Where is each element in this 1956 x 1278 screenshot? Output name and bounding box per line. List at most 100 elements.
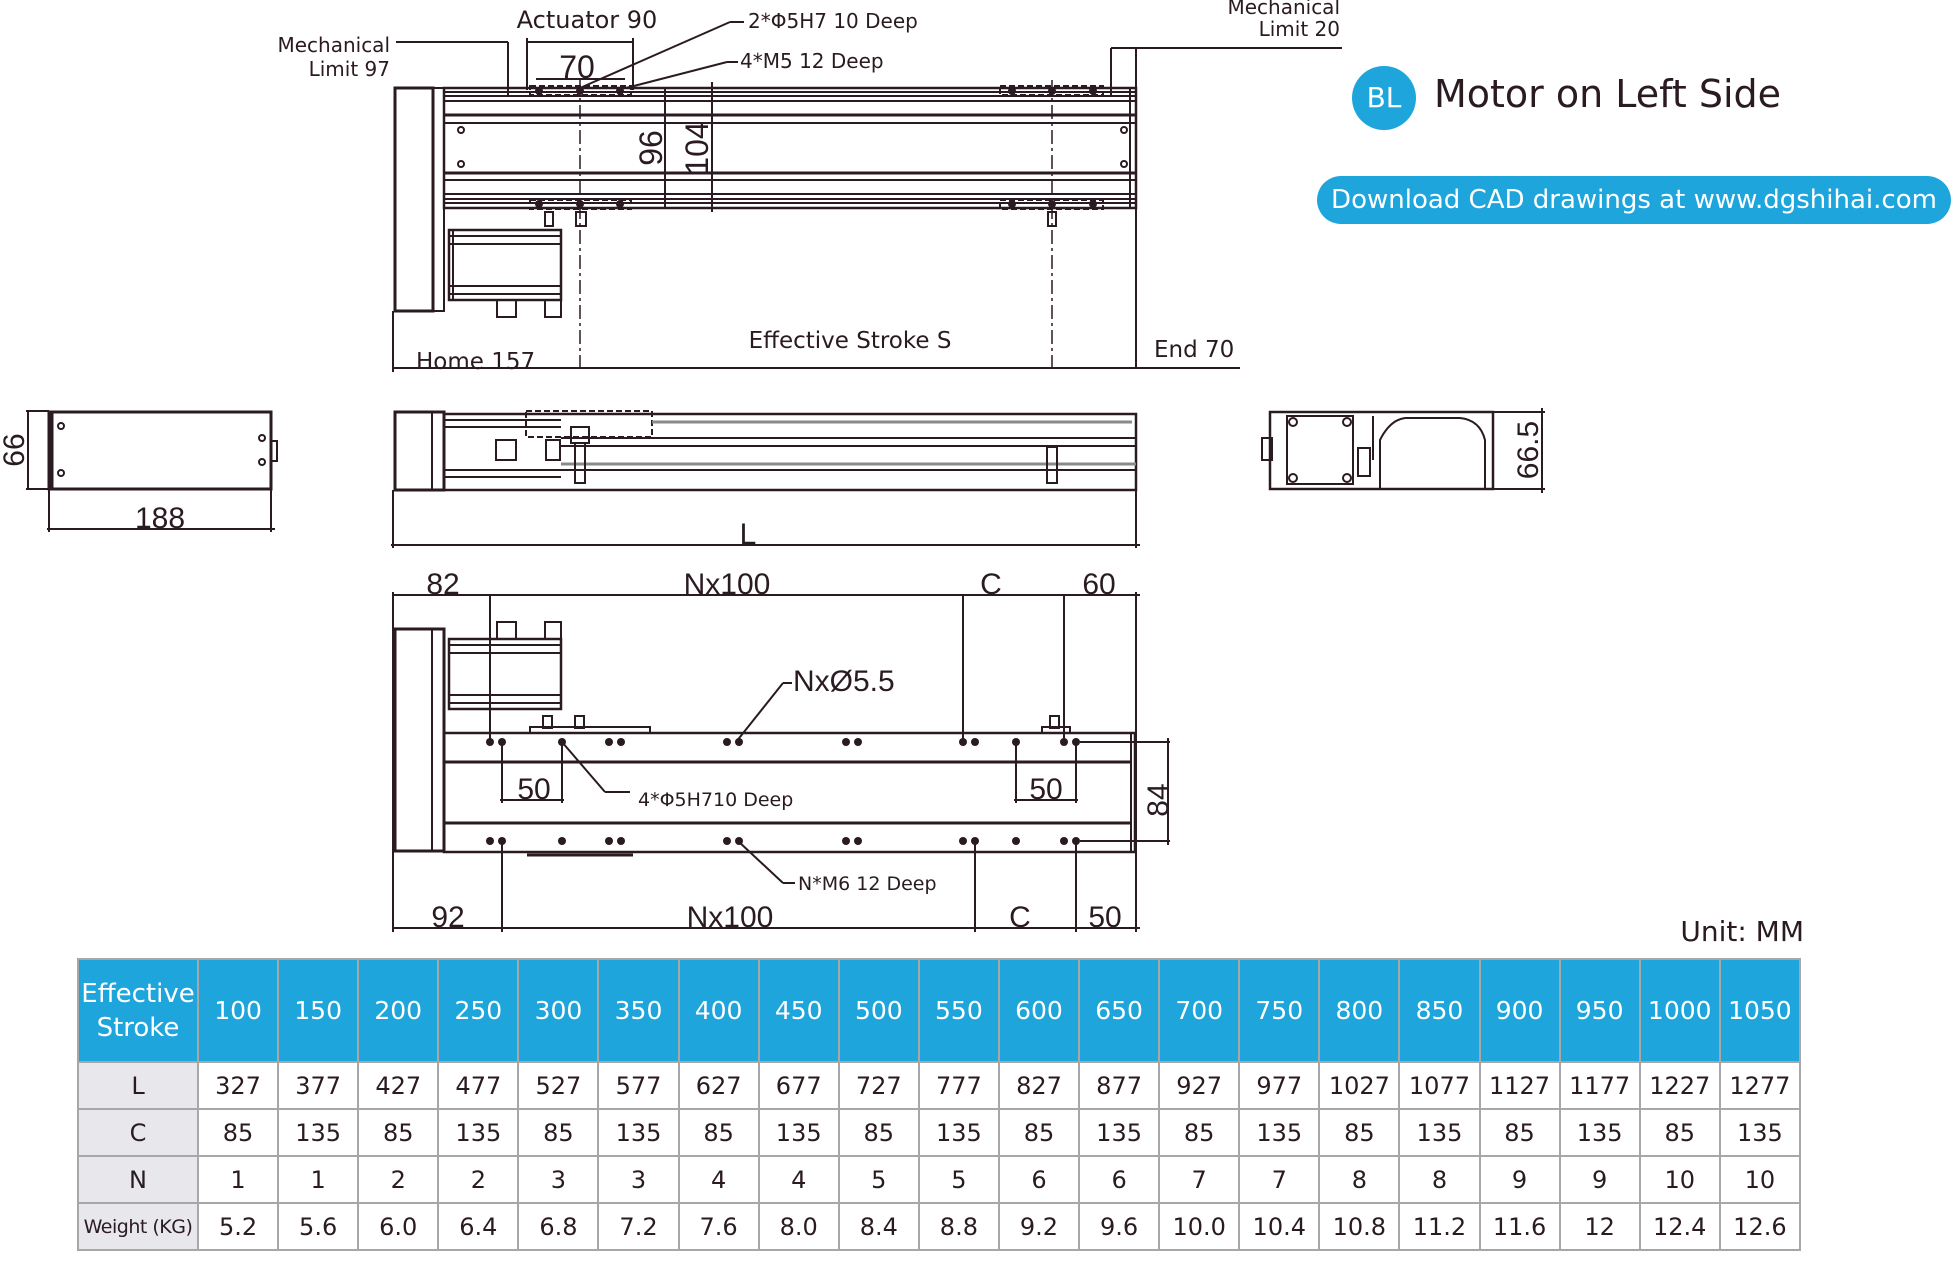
note-holes-bottom: NxØ5.5 (793, 665, 895, 698)
table-cell: 6.4 (437, 1202, 520, 1251)
left-end-view (26, 410, 278, 532)
table-cell: 7 (1158, 1155, 1241, 1204)
dim-50-left: 50 (517, 773, 550, 806)
table-cell: 135 (277, 1108, 360, 1157)
table-cell: 85 (1478, 1108, 1561, 1157)
mounting-hole (854, 837, 862, 845)
mounting-hole (1012, 837, 1020, 845)
table-cell: 135 (597, 1108, 680, 1157)
table-cell: 8.4 (837, 1202, 920, 1251)
dim-96: 96 (633, 130, 669, 166)
dim-66-5: 66.5 (1512, 421, 1545, 479)
mounting-hole (842, 837, 850, 845)
header-stroke-cell: 750 (1238, 958, 1321, 1063)
header-stroke-cell: 150 (277, 958, 360, 1063)
dim-92: 92 (431, 901, 464, 934)
header-stroke-cell: 550 (917, 958, 1000, 1063)
header-stroke-cell: 450 (757, 958, 840, 1063)
row-label: N (77, 1155, 199, 1204)
download-cad-button[interactable]: Download CAD drawings at www.dgshihai.co… (1317, 176, 1951, 224)
dim-nx100-bottom: Nx100 (687, 901, 774, 934)
table-cell: 85 (1318, 1108, 1401, 1157)
motor (447, 228, 563, 302)
home-label: Home 157 (416, 349, 535, 375)
dim-70: 70 (559, 49, 595, 85)
table-cell: 327 (196, 1061, 280, 1110)
mounting-hole (486, 738, 494, 746)
table-cell: 85 (677, 1108, 760, 1157)
table-cell: 377 (277, 1061, 360, 1110)
table-cell: 85 (997, 1108, 1081, 1157)
header-stroke-cell: 900 (1478, 958, 1561, 1063)
mounting-hole (959, 837, 967, 845)
table-cell: 3 (517, 1155, 600, 1204)
dim-nx100-top: Nx100 (684, 568, 771, 601)
header-stroke-cell: 200 (357, 958, 440, 1063)
table-cell: 1027 (1318, 1061, 1401, 1110)
mechanical-limit-right-line2: Limit 20 (1259, 17, 1340, 41)
table-cell: 10.8 (1318, 1202, 1401, 1251)
mounting-hole (486, 837, 494, 845)
unit-label: Unit: MM (1680, 915, 1804, 948)
top-view (392, 21, 1342, 372)
note-threads-bottom: N*M6 12 Deep (798, 873, 937, 895)
dim-104: 104 (679, 121, 715, 174)
mounting-hole (617, 837, 625, 845)
table-cell: 85 (517, 1108, 600, 1157)
table-cell: 11.6 (1478, 1202, 1561, 1251)
table-cell: 5.2 (196, 1202, 280, 1251)
table-cell: 3 (597, 1155, 680, 1204)
rail-body (442, 86, 1138, 210)
table-cell: 927 (1158, 1061, 1241, 1110)
dim-82: 82 (426, 568, 459, 601)
table-cell: 5 (837, 1155, 920, 1204)
row-label: L (77, 1061, 199, 1110)
table-cell: 85 (1158, 1108, 1241, 1157)
table-cell: 577 (597, 1061, 680, 1110)
table-cell: 1277 (1718, 1061, 1802, 1110)
table-cell: 9 (1478, 1155, 1561, 1204)
mechanical-limit-right-line1: Mechanical (1227, 0, 1340, 19)
table-cell: 85 (196, 1108, 280, 1157)
table-cell: 1077 (1398, 1061, 1481, 1110)
note-threads-top: 4*M5 12 Deep (740, 49, 884, 73)
mounting-hole (854, 738, 862, 746)
table-cell: 8 (1398, 1155, 1481, 1204)
table-cell: 8 (1318, 1155, 1401, 1204)
table-cell: 85 (837, 1108, 920, 1157)
table-cell: 4 (677, 1155, 760, 1204)
table-cell: 135 (437, 1108, 520, 1157)
table-cell: 777 (917, 1061, 1000, 1110)
table-cell: 10.4 (1238, 1202, 1321, 1251)
header-stroke-cell: 800 (1318, 958, 1401, 1063)
table-cell: 135 (1078, 1108, 1161, 1157)
header-stroke-cell: 700 (1158, 958, 1241, 1063)
mechanical-limit-left-line1: Mechanical (277, 33, 390, 57)
table-cell: 5.6 (277, 1202, 360, 1251)
table-cell: 1127 (1478, 1061, 1561, 1110)
table-cell: 8.8 (917, 1202, 1000, 1251)
header-stroke-cell: 600 (997, 958, 1081, 1063)
table-cell: 135 (1718, 1108, 1802, 1157)
table-cell: 135 (917, 1108, 1000, 1157)
mounting-hole (842, 738, 850, 746)
dim-50-bottom: 50 (1088, 901, 1121, 934)
table-cell: 135 (1398, 1108, 1481, 1157)
table-cell: 9 (1558, 1155, 1641, 1204)
bottom-view (392, 592, 1170, 932)
table-cell: 6 (997, 1155, 1081, 1204)
header-stroke-cell: 350 (597, 958, 680, 1063)
table-cell: 6 (1078, 1155, 1161, 1204)
mounting-hole (605, 837, 613, 845)
header-stroke-cell: 1050 (1718, 958, 1802, 1063)
header-stroke-cell: 400 (677, 958, 760, 1063)
mounting-hole (1060, 837, 1068, 845)
